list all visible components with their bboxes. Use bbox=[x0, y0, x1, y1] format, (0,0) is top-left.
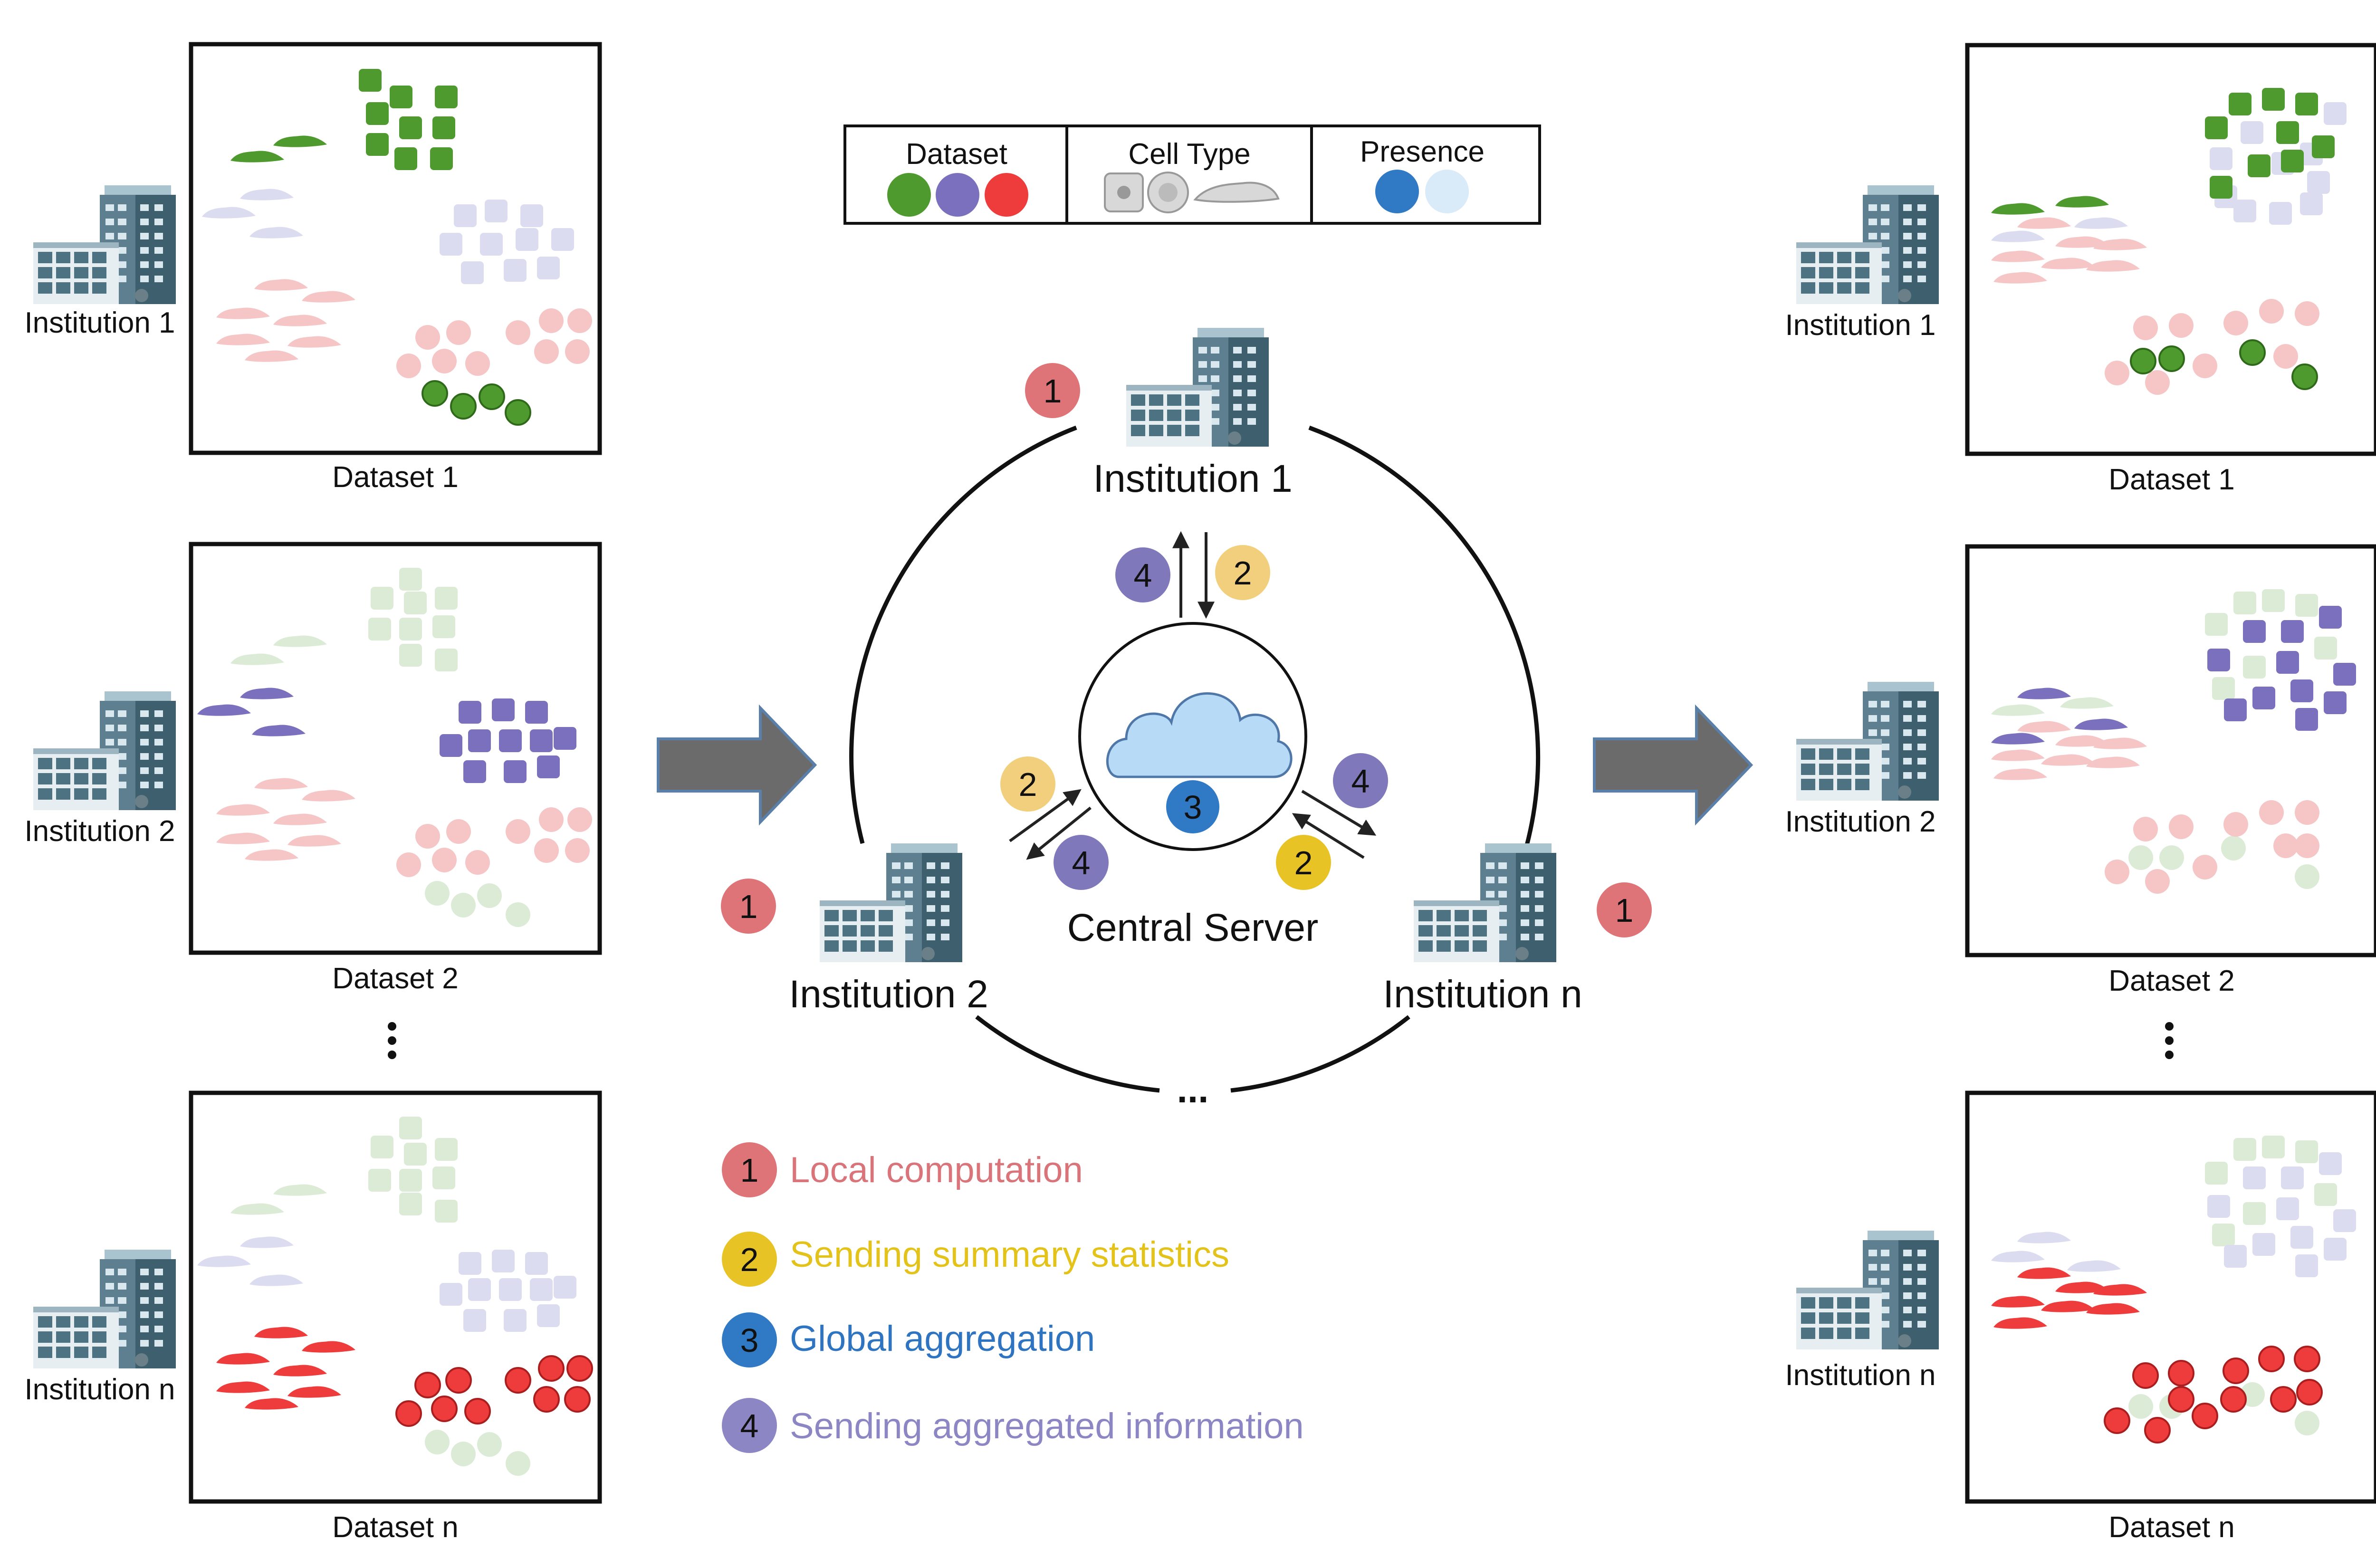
faint-red-cells bbox=[1991, 217, 2319, 395]
step-3-label: Global aggregation bbox=[790, 1319, 1095, 1359]
left-dataset-n-label: Dataset n bbox=[332, 1511, 458, 1544]
step-badges: 1 1 1 4 2 2 4 3 4 2 bbox=[721, 363, 1652, 937]
right-flow-arrow-icon bbox=[1593, 704, 1753, 826]
left-flow-arrow-icon bbox=[657, 704, 817, 826]
vertical-ellipsis bbox=[2165, 1022, 2174, 1059]
purple-square-cells bbox=[2207, 606, 2356, 731]
green-round-cells bbox=[2130, 339, 2318, 390]
left-dataset-1-label: Dataset 1 bbox=[332, 461, 458, 494]
central-server: Central Server bbox=[1067, 622, 1319, 949]
faint-red-cells bbox=[216, 279, 592, 378]
building-icon bbox=[33, 185, 176, 304]
ring-ellipsis: ... bbox=[1177, 1068, 1209, 1110]
left-institution-2-label: Institution 2 bbox=[24, 815, 175, 848]
right-panel-1: Institution 1 Dataset 1 bbox=[1785, 43, 2376, 496]
left-panels: Institution 1 Dataset 1 bbox=[24, 42, 602, 1544]
central-server-label: Central Server bbox=[1067, 906, 1319, 949]
red-round-cells bbox=[2104, 1346, 2323, 1444]
legend-presence-title: Presence bbox=[1360, 135, 1485, 168]
building-icon bbox=[1796, 185, 1939, 304]
left-dataset-2-label: Dataset 2 bbox=[332, 962, 458, 995]
faint-green-cells bbox=[2128, 1136, 2337, 1435]
left-institution-1-label: Institution 1 bbox=[24, 306, 175, 339]
step-1-number: 1 bbox=[740, 1152, 759, 1189]
legend-present-dot bbox=[1375, 170, 1419, 213]
right-dataset-n-label: Dataset n bbox=[2108, 1511, 2234, 1544]
step-4-number: 4 bbox=[740, 1407, 759, 1444]
purple-square-cells bbox=[440, 698, 576, 783]
federation-ring bbox=[849, 425, 1541, 1093]
faint-red-cells bbox=[1991, 721, 2319, 894]
right-panel-2: Institution 2 Dataset 2 bbox=[1785, 544, 2376, 997]
badge-1: 1 bbox=[1044, 373, 1062, 410]
exchange-arrows bbox=[1009, 531, 1377, 860]
legend-green-dot bbox=[887, 173, 931, 217]
building-icon bbox=[33, 1250, 176, 1368]
center-institution-2-label: Institution 2 bbox=[789, 973, 988, 1016]
building-icon bbox=[1796, 1231, 1939, 1349]
badge-1: 1 bbox=[739, 888, 758, 925]
badge-2: 2 bbox=[1234, 555, 1252, 592]
right-panels: Institution 1 Dataset 1 bbox=[1785, 43, 2376, 1544]
right-institution-n-label: Institution n bbox=[1785, 1359, 1935, 1392]
legend-purple-dot bbox=[936, 173, 979, 217]
green-round-cells bbox=[422, 380, 531, 426]
right-institution-2-label: Institution 2 bbox=[1785, 805, 1935, 838]
legend-red-dot bbox=[985, 173, 1028, 217]
faint-red-cells bbox=[216, 778, 592, 877]
faint-purple-cells bbox=[197, 1236, 576, 1332]
center-institution-1-label: Institution 1 bbox=[1093, 457, 1292, 500]
building-icon bbox=[1796, 682, 1939, 801]
faint-purple-cells bbox=[1991, 1152, 2356, 1277]
badge-2: 2 bbox=[1019, 766, 1037, 803]
step-1-label: Local computation bbox=[790, 1150, 1083, 1190]
badge-4: 4 bbox=[1134, 557, 1152, 594]
badge-3: 3 bbox=[1184, 789, 1202, 826]
right-panel-n: Institution n Dataset n bbox=[1785, 1090, 2376, 1544]
center-institution-n-label: Institution n bbox=[1383, 973, 1582, 1016]
center-building-1-icon bbox=[1126, 328, 1269, 447]
faint-purple-cells bbox=[202, 189, 574, 284]
center-building-2-icon bbox=[820, 843, 962, 962]
step-3-number: 3 bbox=[740, 1322, 759, 1359]
center-building-n-icon bbox=[1414, 843, 1556, 962]
cloud-icon bbox=[1106, 692, 1293, 778]
faint-green-cells bbox=[230, 568, 530, 927]
badge-4: 4 bbox=[1072, 844, 1091, 881]
badge-2: 2 bbox=[1294, 844, 1313, 881]
left-institution-n-label: Institution n bbox=[24, 1373, 175, 1406]
left-panel-1: Institution 1 Dataset 1 bbox=[24, 42, 602, 494]
steps-legend: 1 Local computation 2 Sending summary st… bbox=[722, 1142, 1304, 1453]
step-2-label: Sending summary statistics bbox=[790, 1234, 1229, 1275]
legend-celltype-title: Cell Type bbox=[1128, 138, 1250, 171]
building-icon bbox=[33, 691, 176, 810]
faint-green-cells bbox=[1991, 589, 2337, 889]
right-dataset-1-label: Dataset 1 bbox=[2108, 463, 2234, 496]
left-panel-n: Institution n Dataset n bbox=[24, 1090, 602, 1544]
right-dataset-2-label: Dataset 2 bbox=[2108, 965, 2234, 997]
vertical-ellipsis bbox=[388, 1022, 396, 1059]
red-round-cells bbox=[395, 1355, 593, 1427]
step-2-number: 2 bbox=[740, 1241, 759, 1278]
legend-box: Dataset Cell Type Presence bbox=[843, 124, 1541, 225]
left-panel-2: Institution 2 Dataset 2 bbox=[24, 542, 602, 995]
right-institution-1-label: Institution 1 bbox=[1785, 309, 1935, 342]
faint-green-cells bbox=[230, 1117, 530, 1476]
badge-1: 1 bbox=[1615, 892, 1634, 929]
legend-absent-dot bbox=[1425, 170, 1469, 213]
legend-dataset-title: Dataset bbox=[906, 138, 1007, 171]
green-square-cells bbox=[359, 69, 458, 170]
badge-4: 4 bbox=[1351, 763, 1370, 800]
step-4-label: Sending aggregated information bbox=[790, 1406, 1304, 1446]
green-square-cells bbox=[2205, 88, 2335, 199]
legend-flat-cell-icon bbox=[1193, 182, 1280, 203]
